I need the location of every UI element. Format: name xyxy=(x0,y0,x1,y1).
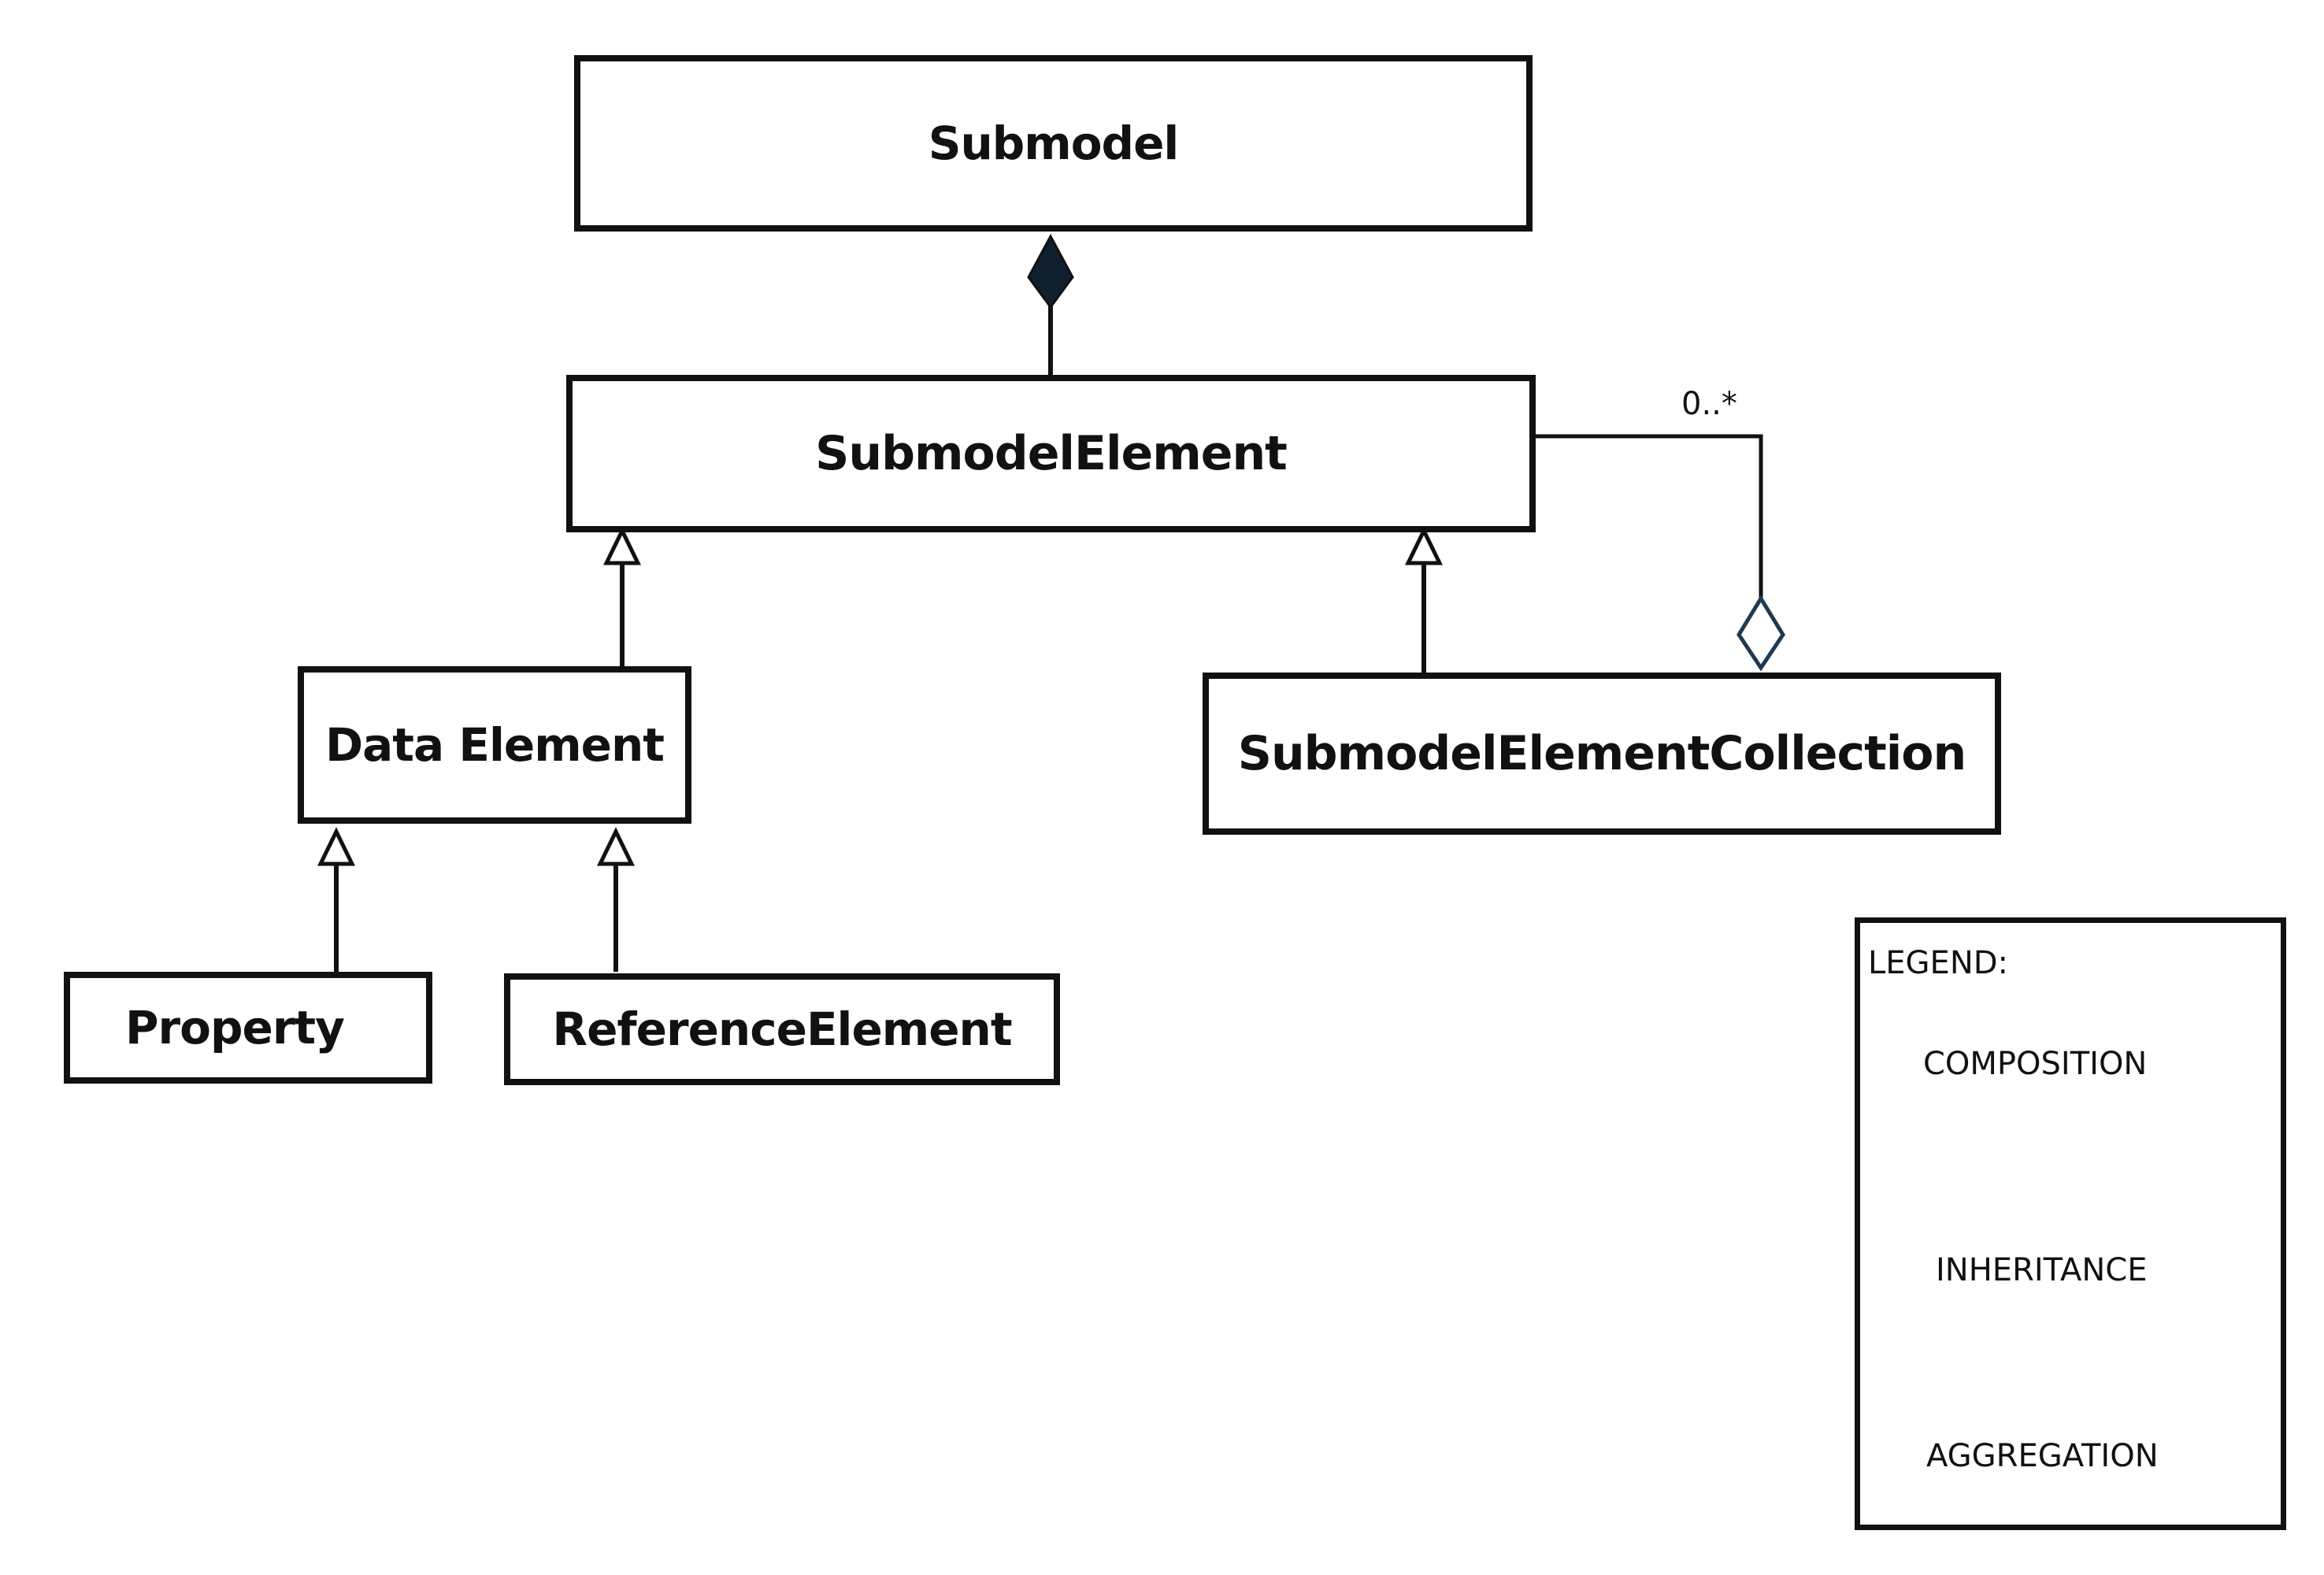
legend: LEGEND: COMPOSITION INHERITANCE AGGREGAT… xyxy=(1855,917,2286,1530)
composition-connector xyxy=(1027,233,1074,381)
inheritance-connector-collection xyxy=(1404,526,1444,674)
legend-title: LEGEND: xyxy=(1868,945,2009,981)
class-name: Submodel xyxy=(928,117,1180,170)
class-submodel-element-collection: SubmodelElementCollection xyxy=(1203,673,2001,835)
inheritance-connector-reference-element xyxy=(596,827,636,972)
class-submodel: Submodel xyxy=(574,55,1533,232)
legend-inheritance-label: INHERITANCE xyxy=(1936,1252,2148,1288)
class-property: Property xyxy=(64,972,432,1084)
class-name: SubmodelElementCollection xyxy=(1237,726,1967,781)
inheritance-arrow-icon xyxy=(317,827,356,866)
aggregation-diamond-icon xyxy=(1737,595,1785,672)
inheritance-arrow-icon xyxy=(596,827,636,866)
inheritance-arrow-icon xyxy=(1404,526,1444,565)
class-reference-element: ReferenceElement xyxy=(504,973,1060,1085)
aggregation-multiplicity: 0..* xyxy=(1681,386,1737,422)
aggregation-connector xyxy=(1533,434,1785,672)
class-name: ReferenceElement xyxy=(552,1002,1012,1056)
inheritance-connector-data-element xyxy=(602,526,642,668)
legend-aggregation-label: AGGREGATION xyxy=(1926,1438,2159,1474)
class-name: SubmodelElement xyxy=(815,426,1288,481)
class-data-element: Data Element xyxy=(298,666,691,824)
composition-diamond-icon xyxy=(1027,233,1074,309)
inheritance-connector-property xyxy=(317,827,356,975)
class-submodel-element: SubmodelElement xyxy=(566,375,1536,532)
class-name: Property xyxy=(125,1001,345,1054)
inheritance-arrow-icon xyxy=(602,526,642,565)
legend-composition-label: COMPOSITION xyxy=(1923,1046,2148,1082)
class-name: Data Element xyxy=(325,718,665,772)
